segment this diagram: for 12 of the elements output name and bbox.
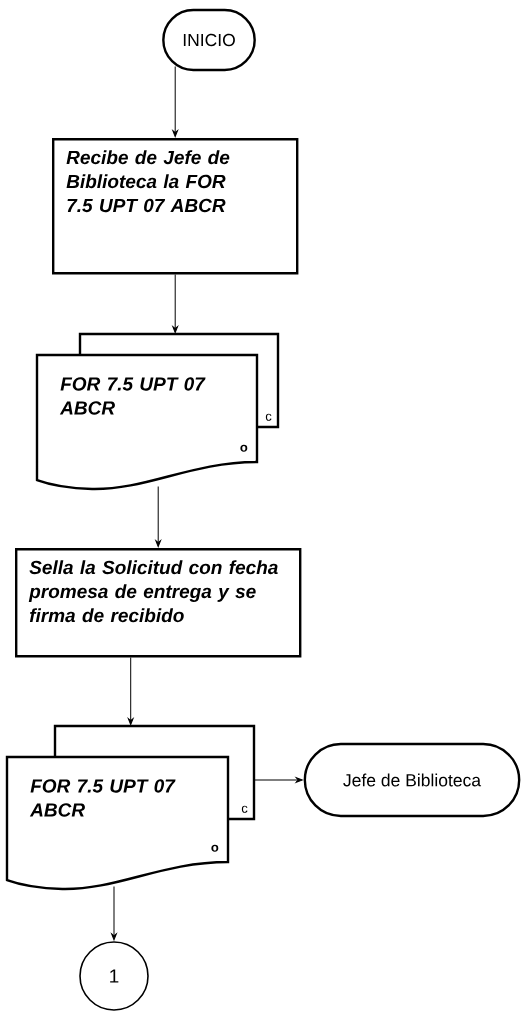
process-box: Sella la Solicitud con fecha promesa de entrega y se firma de recibido — [15, 548, 302, 658]
arrow — [172, 66, 179, 138]
arrow — [127, 656, 134, 726]
document-stack: FOR 7.5 UPT 07 ABCR c o — [35, 332, 280, 491]
node-label: c — [241, 805, 248, 813]
arrow — [111, 885, 117, 941]
arrow — [253, 777, 303, 783]
process-box: Recibe de Jefe de Biblioteca la FOR 7.5 UPT 07 ABCR — [52, 138, 299, 275]
document-stack: FOR 7.5 UPT 07 ABCR c o — [5, 724, 256, 891]
arrow — [172, 273, 179, 334]
arrow — [155, 485, 162, 548]
node-label: c — [265, 413, 272, 421]
